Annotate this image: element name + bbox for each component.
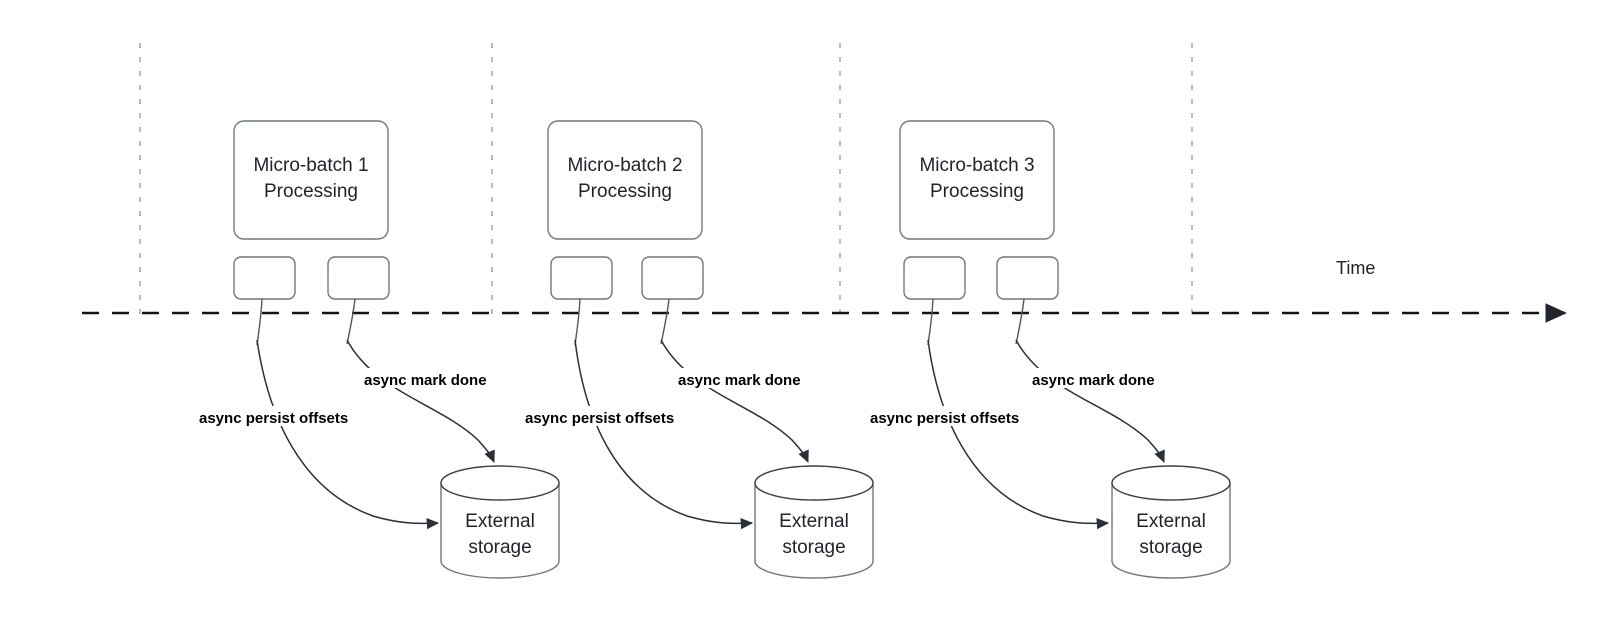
storage-cylinder-body — [1111, 482, 1231, 579]
time-axis-label: Time — [1336, 258, 1375, 278]
mark-done-curve-1 — [346, 339, 495, 464]
mark-done-curve-2 — [660, 339, 809, 464]
persist-offsets-label-2: async persist offsets — [522, 406, 698, 427]
micro-batch-1-process-box[interactable]: Micro-batch 1 Processing — [233, 120, 389, 240]
mark-done-task-box-3[interactable] — [996, 256, 1059, 300]
storage-cylinder-top — [754, 465, 874, 501]
label-plate — [522, 406, 698, 426]
process-box-label-line1: Micro-batch 1 — [253, 155, 368, 176]
mark-done-curve-3 — [1015, 339, 1165, 464]
mark-done-label-1: async mark done — [361, 368, 501, 389]
storage-label-line1: External — [1136, 511, 1206, 532]
label-plate — [867, 406, 1043, 426]
process-box-label-line1: Micro-batch 2 — [567, 155, 682, 176]
process-box-rect — [547, 120, 703, 240]
process-box-label-line2: Processing — [264, 181, 358, 202]
persist-offsets-curve-3 — [927, 339, 1110, 530]
persist-stub-2 — [574, 298, 581, 346]
time-axis: Time — [82, 258, 1567, 323]
storage-label-line2: storage — [468, 537, 531, 558]
mark-done-label-text: async mark done — [678, 372, 801, 389]
mark-done-stub-2 — [660, 298, 670, 345]
group-1: Micro-batch 1 Processing External storag… — [196, 120, 560, 579]
micro-batch-3-process-box[interactable]: Micro-batch 3 Processing — [899, 120, 1055, 240]
process-box-label-line2: Processing — [578, 181, 672, 202]
micro-batch-2-process-box[interactable]: Micro-batch 2 Processing — [547, 120, 703, 240]
persist-offsets-label-text: async persist offsets — [199, 410, 348, 427]
process-box-label-line1: Micro-batch 3 — [919, 155, 1034, 176]
storage-cylinder-body — [754, 482, 874, 579]
mark-done-task-box-1[interactable] — [327, 256, 390, 300]
mark-done-stub-3 — [1015, 298, 1025, 345]
external-storage-2[interactable]: External storage — [754, 465, 874, 579]
storage-cylinder-top — [440, 465, 560, 501]
persist-stub-1 — [256, 298, 263, 346]
persist-stub-3 — [927, 298, 934, 346]
persist-offsets-label-1: async persist offsets — [196, 406, 372, 427]
persist-offsets-curve-2 — [574, 339, 754, 530]
mark-done-label-2: async mark done — [675, 368, 815, 389]
storage-cylinder-top — [1111, 465, 1231, 501]
mark-done-label-text: async mark done — [364, 372, 487, 389]
label-plate — [1029, 368, 1169, 388]
persist-task-box-3[interactable] — [903, 256, 966, 300]
process-box-rect — [899, 120, 1055, 240]
storage-label-line1: External — [779, 511, 849, 532]
storage-label-line1: External — [465, 511, 535, 532]
persist-offsets-label-text: async persist offsets — [870, 410, 1019, 427]
label-plate — [196, 406, 372, 426]
group-3: Micro-batch 3 Processing External storag… — [867, 120, 1231, 579]
mark-done-stub-1 — [346, 298, 356, 345]
persist-task-box-1[interactable] — [233, 256, 296, 300]
persist-offsets-label-text: async persist offsets — [525, 410, 674, 427]
label-plate — [361, 368, 501, 388]
storage-cylinder-body — [440, 482, 560, 579]
mark-done-task-box-2[interactable] — [641, 256, 704, 300]
storage-label-line2: storage — [782, 537, 845, 558]
group-2: Micro-batch 2 Processing External storag… — [522, 120, 874, 579]
mark-done-label-3: async mark done — [1029, 368, 1169, 389]
label-plate — [675, 368, 815, 388]
mark-done-label-text: async mark done — [1032, 372, 1155, 389]
persist-offsets-label-3: async persist offsets — [867, 406, 1043, 427]
storage-label-line2: storage — [1139, 537, 1202, 558]
process-box-rect — [233, 120, 389, 240]
external-storage-1[interactable]: External storage — [440, 465, 560, 579]
tick-lines — [138, 43, 1194, 320]
process-box-label-line2: Processing — [930, 181, 1024, 202]
external-storage-3[interactable]: External storage — [1111, 465, 1231, 579]
persist-offsets-curve-1 — [256, 339, 440, 530]
persist-task-box-2[interactable] — [550, 256, 613, 300]
